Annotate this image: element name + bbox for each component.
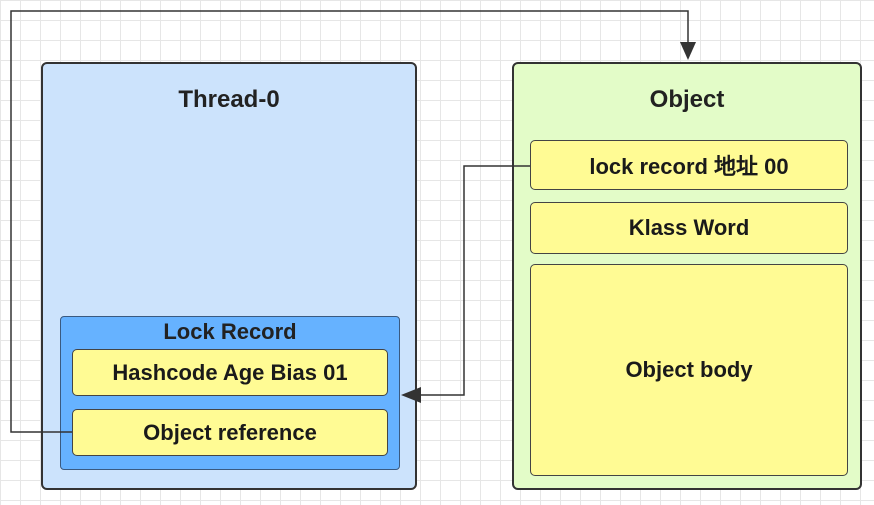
object-reference-field: Object reference: [72, 409, 388, 456]
thread-box: Thread-0 Lock Record Hashcode Age Bias 0…: [41, 62, 417, 490]
lock-record-title: Lock Record: [163, 319, 297, 344]
object-title: Object: [649, 86, 725, 113]
lock-record-box: Lock Record Hashcode Age Bias 01 Object …: [60, 316, 400, 470]
klass-word-field: Klass Word: [530, 202, 848, 254]
object-reference-arrowhead: [680, 42, 696, 60]
object-body-field: Object body: [530, 264, 848, 476]
thread-title: Thread-0: [178, 86, 280, 113]
mark-word-field: lock record 地址 00: [530, 140, 848, 190]
hashcode-age-bias-field: Hashcode Age Bias 01: [72, 349, 388, 396]
object-box: Object lock record 地址 00 Klass Word Obje…: [512, 62, 862, 490]
